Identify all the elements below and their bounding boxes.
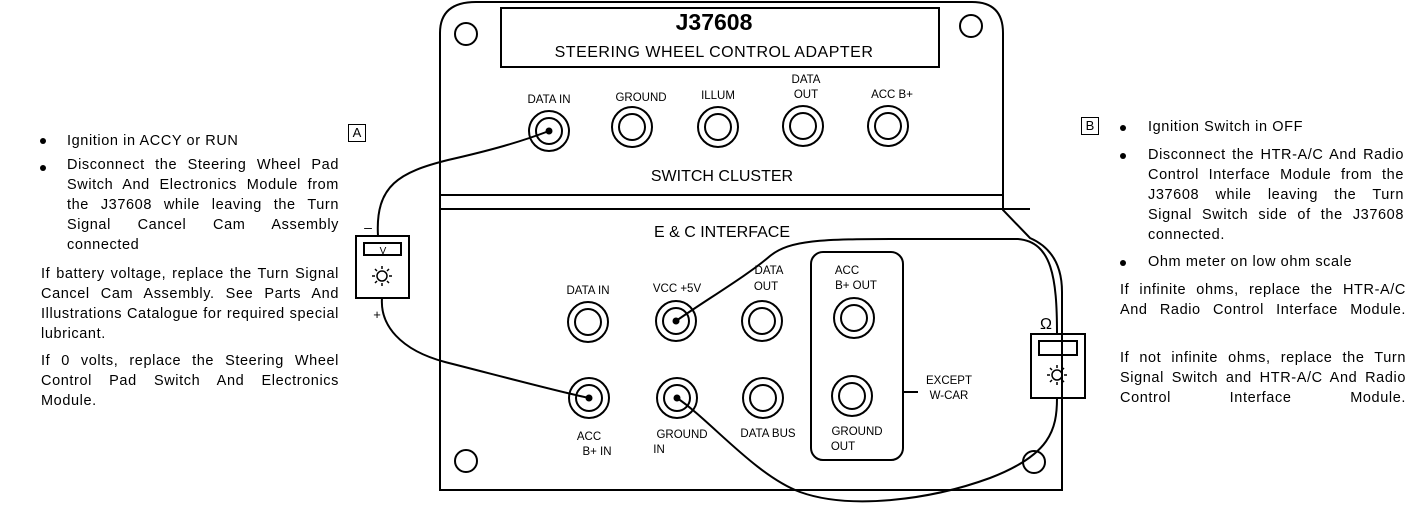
voltmeter-body bbox=[355, 235, 410, 299]
label-ec-ground-in-2: IN bbox=[653, 444, 665, 456]
adapter-model: J37608 bbox=[676, 9, 753, 35]
jack-ec-data-bus[interactable] bbox=[742, 377, 784, 419]
right-result-1: If infinite ohms, replace the HTR-A/C An… bbox=[1120, 282, 1406, 318]
left-result-1: If battery voltage, replace the Turn Sig… bbox=[41, 266, 339, 342]
bullet-dot bbox=[40, 165, 46, 171]
except-group-box bbox=[810, 251, 904, 461]
label-ec-ground-in-1: GROUND bbox=[656, 429, 707, 441]
label-sc-data-out-1: DATA bbox=[792, 74, 821, 86]
label-ec-data-out-1: DATA bbox=[755, 265, 784, 277]
mount-hole-bottom-left bbox=[454, 449, 478, 473]
label-ec-ground-out-2: OUT bbox=[831, 441, 855, 453]
jack-ec-data-out[interactable] bbox=[741, 300, 783, 342]
ohmmeter-lead-vcc bbox=[675, 238, 1058, 335]
bullet-dot bbox=[1120, 125, 1126, 131]
jack-sc-ground[interactable] bbox=[611, 106, 653, 148]
right-result-2: If not infinite ohms, replace the Turn S… bbox=[1120, 350, 1406, 406]
label-ec-ground-out-1: GROUND bbox=[831, 426, 882, 438]
box-label-a: A bbox=[348, 124, 366, 142]
label-sc-illum: ILLUM bbox=[701, 90, 735, 102]
right-bullet-1: Ignition Switch in OFF bbox=[1148, 119, 1304, 135]
jack-sc-illum[interactable] bbox=[697, 106, 739, 148]
adapter-name: STEERING WHEEL CONTROL ADAPTER bbox=[555, 44, 874, 61]
voltmeter-display: V bbox=[380, 246, 387, 257]
label-sc-acc-b: ACC B+ bbox=[871, 89, 913, 101]
mount-hole-top-left bbox=[454, 22, 478, 46]
label-ec-acc-b-in-1: ACC bbox=[577, 431, 601, 443]
label-sc-ground: GROUND bbox=[615, 92, 666, 104]
label-ec-acc-b-out-1: ACC bbox=[835, 265, 859, 277]
except-label-1: EXCEPT bbox=[926, 375, 972, 387]
label-ec-data-in: DATA IN bbox=[566, 285, 609, 297]
jack-ec-data-in[interactable] bbox=[567, 301, 609, 343]
jack-ec-acc-b-out[interactable] bbox=[833, 297, 875, 339]
adapter-body-outline bbox=[439, 1, 1063, 491]
left-result-2: If 0 volts, replace the Steering Wheel C… bbox=[41, 353, 339, 409]
ec-interface-title: E & C INTERFACE bbox=[654, 224, 790, 241]
left-bullet-1: Ignition in ACCY or RUN bbox=[67, 133, 239, 149]
label-ec-acc-b-in-2: B+ IN bbox=[582, 446, 611, 458]
voltmeter-positive-lead bbox=[380, 297, 590, 399]
bullet-dot bbox=[1120, 153, 1126, 159]
bullet-dot bbox=[40, 138, 46, 144]
ohmmeter-lead-ground bbox=[676, 397, 1058, 503]
label-plate bbox=[500, 7, 940, 68]
voltmeter-negative-lead bbox=[376, 130, 550, 237]
jack-ec-ground-out[interactable] bbox=[831, 375, 873, 417]
box-label-b: B bbox=[1081, 117, 1099, 135]
label-ec-data-bus: DATA BUS bbox=[740, 428, 795, 440]
right-bullet-2: Disconnect the HTR-A/C And Radio Control… bbox=[1148, 147, 1404, 243]
mount-hole-top-right bbox=[959, 14, 983, 38]
voltmeter-minus: – bbox=[364, 219, 372, 235]
ohm-symbol: Ω bbox=[1040, 316, 1052, 333]
jack-sc-data-out[interactable] bbox=[782, 105, 824, 147]
label-ec-vcc: VCC +5V bbox=[653, 283, 702, 295]
left-bullet-2: Disconnect the Steering Wheel Pad Switch… bbox=[67, 157, 339, 253]
bullet-dot bbox=[1120, 260, 1126, 266]
right-bullet-3: Ohm meter on low ohm scale bbox=[1148, 254, 1353, 270]
switch-cluster-title: SWITCH CLUSTER bbox=[651, 168, 793, 185]
jack-ec-acc-b-in[interactable] bbox=[568, 377, 610, 419]
label-sc-data-in: DATA IN bbox=[527, 94, 570, 106]
label-sc-data-out-2: OUT bbox=[794, 89, 818, 101]
voltmeter-plus: + bbox=[373, 307, 381, 322]
label-ec-acc-b-out-2: B+ OUT bbox=[835, 280, 877, 292]
except-label-2: W-CAR bbox=[930, 390, 969, 402]
jack-sc-data-in[interactable] bbox=[528, 110, 570, 152]
jack-sc-acc-b[interactable] bbox=[867, 105, 909, 147]
jack-ec-vcc[interactable] bbox=[655, 300, 697, 342]
jack-ec-ground-in[interactable] bbox=[656, 377, 698, 419]
label-ec-data-out-2: OUT bbox=[754, 281, 778, 293]
